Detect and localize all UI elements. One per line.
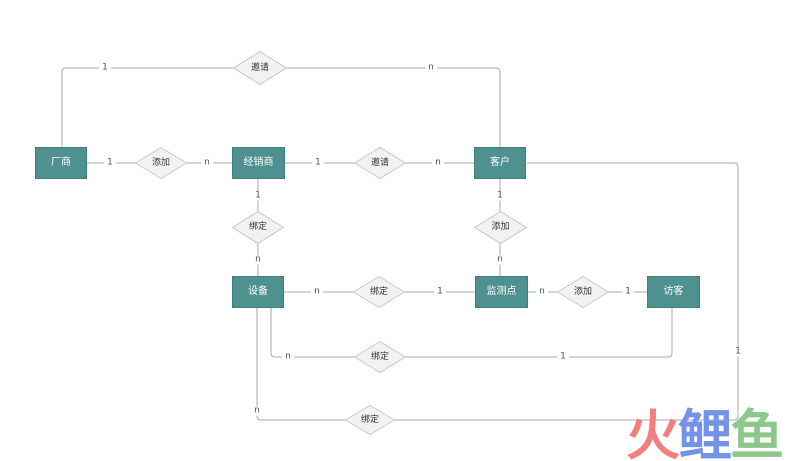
cardinality-label: n [494, 255, 506, 265]
entity-visitor-label: 访客 [663, 286, 684, 297]
relationship-add-monitorpoint-visitor: 添加 [557, 276, 609, 308]
cardinality-label: 1 [252, 191, 264, 201]
relationship-invite-top: 邀请 [233, 51, 287, 85]
diamond-shape-icon [354, 147, 406, 179]
entity-visitor: 访客 [647, 276, 700, 308]
diamond-shape-icon [353, 276, 405, 308]
diamond-shape-icon [232, 211, 284, 244]
relationship-label: 邀请 [250, 62, 269, 73]
entity-factory-label: 厂商 [51, 157, 71, 168]
cardinality-label: n [311, 287, 323, 297]
relationship-bind-device-customer: 绑定 [345, 405, 395, 435]
entity-device-label: 设备 [248, 286, 268, 297]
watermark: 火鲤鱼 [626, 409, 784, 461]
relationship-add-factory-dealer: 添加 [135, 147, 187, 179]
watermark-char: 鱼 [730, 404, 784, 461]
diamond-shape-icon [354, 341, 406, 373]
cardinality-label: n [425, 63, 437, 73]
watermark-char: 鲤 [678, 404, 732, 461]
diamond-shape-icon [474, 211, 527, 244]
entity-device: 设备 [232, 276, 284, 308]
entity-dealer: 经销商 [232, 147, 285, 179]
relationship-label: 绑定 [370, 351, 389, 362]
watermark-char: 火 [626, 404, 680, 461]
diamond-shape-icon [233, 51, 287, 85]
cardinality-label: 1 [732, 347, 744, 357]
cardinality-label: 1 [104, 158, 116, 168]
entity-monitor-point: 监测点 [475, 276, 528, 308]
diamond-shape-icon [135, 147, 187, 179]
diamond-shape-icon [557, 276, 609, 308]
cardinality-label: n [536, 287, 548, 297]
relationship-add-customer-monitorpoint: 添加 [474, 211, 527, 244]
cardinality-label: 1 [557, 352, 569, 362]
diamond-shape-icon [345, 405, 395, 435]
edge-device-bind-customer [256, 162, 739, 421]
relationship-bind-dealer-device: 绑定 [232, 211, 284, 244]
relationship-bind-device-visitor: 绑定 [354, 341, 406, 373]
relationship-label: 添加 [151, 157, 170, 168]
relationship-bind-device-monitorpoint: 绑定 [353, 276, 405, 308]
cardinality-label: n [282, 352, 294, 362]
entity-factory: 厂商 [35, 147, 87, 179]
cardinality-label: n [251, 406, 263, 416]
relationship-label: 绑定 [360, 414, 379, 425]
relationship-label: 添加 [491, 222, 510, 232]
cardinality-label: 1 [99, 63, 111, 73]
cardinality-label: 1 [312, 158, 324, 168]
relationship-label: 添加 [573, 286, 592, 297]
cardinality-label: 1 [494, 191, 506, 201]
cardinality-label: n [432, 158, 444, 168]
cardinality-label: n [252, 255, 264, 265]
edge-device-bind-visitor [270, 308, 673, 358]
cardinality-label: 1 [434, 287, 446, 297]
entity-monitor-point-label: 监测点 [486, 286, 517, 297]
relationship-invite-dealer-customer: 邀请 [354, 147, 406, 179]
relationship-label: 绑定 [369, 286, 388, 297]
cardinality-label: n [201, 158, 213, 168]
entity-dealer-label: 经销商 [243, 157, 274, 168]
cardinality-label: 1 [622, 287, 634, 297]
entity-customer-label: 客户 [490, 157, 510, 168]
relationship-label: 绑定 [248, 222, 267, 232]
relationship-label: 邀请 [370, 157, 389, 168]
entity-customer: 客户 [474, 147, 526, 179]
